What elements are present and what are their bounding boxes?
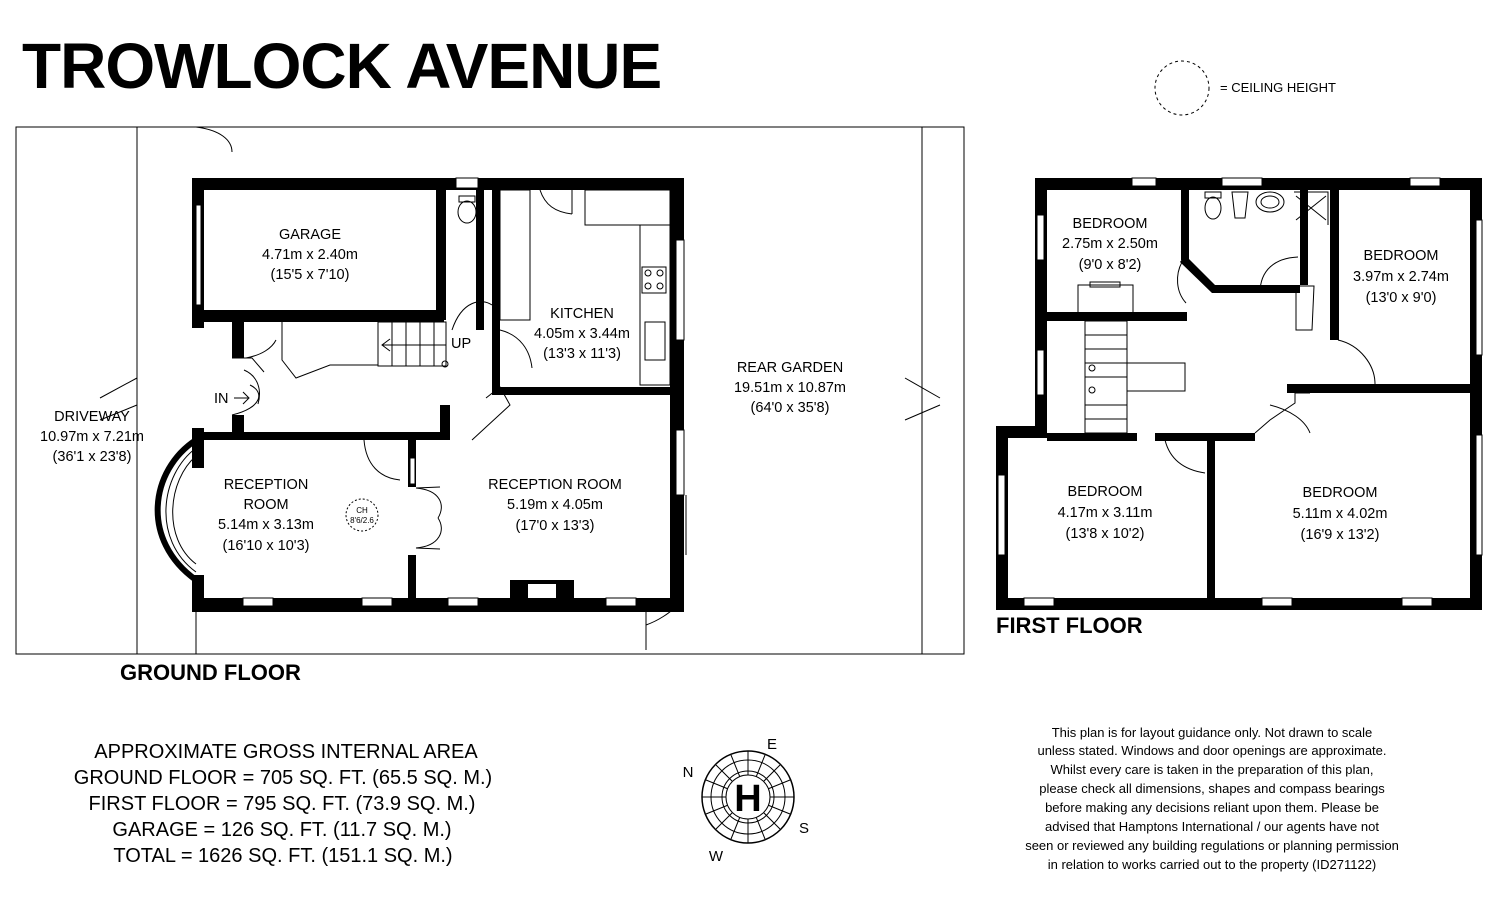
- reception-right-imperial: (17'0 x 13'3): [516, 518, 595, 534]
- area-ground: GROUND FLOOR = 705 SQ. FT. (65.5 SQ. M.): [74, 767, 492, 789]
- ceiling-marker-label: CH: [356, 506, 368, 515]
- disclaimer-line: unless stated. Windows and door openings…: [1037, 743, 1386, 758]
- first-floor-stairs: [1084, 320, 1186, 434]
- garage-wall-right: [436, 190, 446, 320]
- area-summary: APPROXIMATE GROSS INTERNAL AREA GROUND F…: [74, 741, 492, 867]
- disclaimer-line: This plan is for layout guidance only. N…: [1052, 725, 1373, 740]
- ground-wall-top: [192, 178, 682, 190]
- area-total: TOTAL = 1626 SQ. FT. (151.1 SQ. M.): [113, 845, 452, 867]
- first-wall-bottom: [996, 598, 1482, 610]
- reception-wall-top: [204, 432, 444, 440]
- hall-wall-2: [232, 415, 244, 437]
- ground-floor-label: GROUND FLOOR: [120, 660, 301, 685]
- ceiling-marker-value: 8'6/2.6: [350, 516, 374, 525]
- entrance-label: IN: [214, 391, 229, 407]
- compass-rose: H N E S W: [683, 736, 809, 865]
- ground-wall-left-b: [192, 575, 204, 612]
- page-title: TROWLOCK AVENUE: [22, 30, 661, 102]
- bedroom-top-right-metric: 3.97m x 2.74m: [1353, 269, 1449, 285]
- hall-wall: [232, 318, 244, 358]
- kitchen-imperial: (13'3 x 11'3): [543, 346, 621, 362]
- disclaimer: This plan is for layout guidance only. N…: [1025, 725, 1399, 872]
- stairs-up-label: UP: [451, 336, 471, 352]
- garage-wall-bottom: [192, 310, 444, 322]
- disclaimer-line: seen or reviewed any building regulation…: [1025, 838, 1399, 853]
- compass-north: N: [683, 764, 694, 781]
- disclaimer-line: please check all dimensions, shapes and …: [1039, 781, 1385, 796]
- garage-imperial: (15'5 x 7'10): [271, 267, 350, 283]
- ground-stairs: [377, 321, 449, 368]
- disclaimer-line: advised that Hamptons International / ou…: [1045, 819, 1379, 834]
- bedroom-bottom-right-name: BEDROOM: [1303, 485, 1378, 501]
- driveway-metric: 10.97m x 7.21m: [40, 429, 144, 445]
- kitchen-name: KITCHEN: [550, 306, 614, 322]
- compass-east: E: [767, 736, 777, 753]
- area-heading: APPROXIMATE GROSS INTERNAL AREA: [94, 741, 478, 763]
- bedroom-bottom-right-metric: 5.11m x 4.02m: [1293, 506, 1388, 522]
- bedroom-top-right-name: BEDROOM: [1364, 248, 1439, 264]
- hamptons-logo-icon: H: [734, 778, 761, 820]
- compass-south: S: [799, 820, 809, 837]
- ceiling-height-marker: CH 8'6/2.6: [345, 498, 379, 532]
- bedroom-top-left-imperial: (9'0 x 8'2): [1079, 257, 1142, 273]
- compass-west: W: [709, 848, 724, 865]
- bedroom-top-left-name: BEDROOM: [1073, 216, 1148, 232]
- first-floor-label: FIRST FLOOR: [996, 613, 1143, 638]
- ground-floor-plan: IN GARAGE 4.71m x 2.40m (15'5 x 7'10) KI…: [15, 126, 965, 685]
- rear-garden-imperial: (64'0 x 35'8): [751, 400, 830, 416]
- rear-garden-name: REAR GARDEN: [737, 360, 843, 376]
- area-garage: GARAGE = 126 SQ. FT. (11.7 SQ. M.): [112, 819, 451, 841]
- bedroom-bottom-right-imperial: (16'9 x 13'2): [1301, 527, 1380, 543]
- reception-left-imperial: (16'10 x 10'3): [223, 538, 310, 554]
- reception-right-name: RECEPTION ROOM: [488, 477, 622, 493]
- reception-right-metric: 5.19m x 4.05m: [507, 497, 603, 513]
- kitchen-wall-left: [492, 190, 500, 395]
- disclaimer-line: Whilst every care is taken in the prepar…: [1051, 762, 1374, 777]
- garage-metric: 4.71m x 2.40m: [262, 247, 358, 263]
- legend-label: = CEILING HEIGHT: [1220, 80, 1336, 95]
- driveway-name: DRIVEWAY: [54, 409, 130, 425]
- ceiling-height-legend: = CEILING HEIGHT: [1154, 60, 1336, 116]
- kitchen-metric: 4.05m x 3.44m: [534, 326, 630, 342]
- ground-wall-bottom: [192, 598, 684, 612]
- bedroom-bottom-left-name: BEDROOM: [1068, 484, 1143, 500]
- ground-wall-left-a: [192, 428, 204, 468]
- bedroom-bottom-left-metric: 4.17m x 3.11m: [1058, 505, 1153, 521]
- plot-boundary: [15, 126, 965, 655]
- ceiling-height-icon: [1154, 60, 1210, 116]
- reception-left-metric: 5.14m x 3.13m: [218, 517, 314, 533]
- reception-left-name-1: RECEPTION: [224, 477, 309, 493]
- disclaimer-line: in relation to works carried out to the …: [1048, 857, 1377, 872]
- reception-left-name-2: ROOM: [243, 497, 288, 513]
- bedroom-bottom-left-imperial: (13'8 x 10'2): [1066, 526, 1145, 542]
- kitchen-wall-bottom: [492, 387, 672, 395]
- bedroom-top-right-imperial: (13'0 x 9'0): [1366, 290, 1437, 306]
- bedroom-top-left-metric: 2.75m x 2.50m: [1062, 236, 1158, 252]
- driveway-imperial: (36'1 x 23'8): [53, 449, 132, 465]
- disclaimer-line: before making any decisions reliant upon…: [1045, 800, 1379, 815]
- first-floor-plan: BEDROOM 2.75m x 2.50m (9'0 x 8'2) BEDROO…: [996, 177, 1483, 638]
- area-first: FIRST FLOOR = 795 SQ. FT. (73.9 SQ. M.): [89, 793, 476, 815]
- rear-garden-metric: 19.51m x 10.87m: [734, 380, 846, 396]
- garage-name: GARAGE: [279, 227, 341, 243]
